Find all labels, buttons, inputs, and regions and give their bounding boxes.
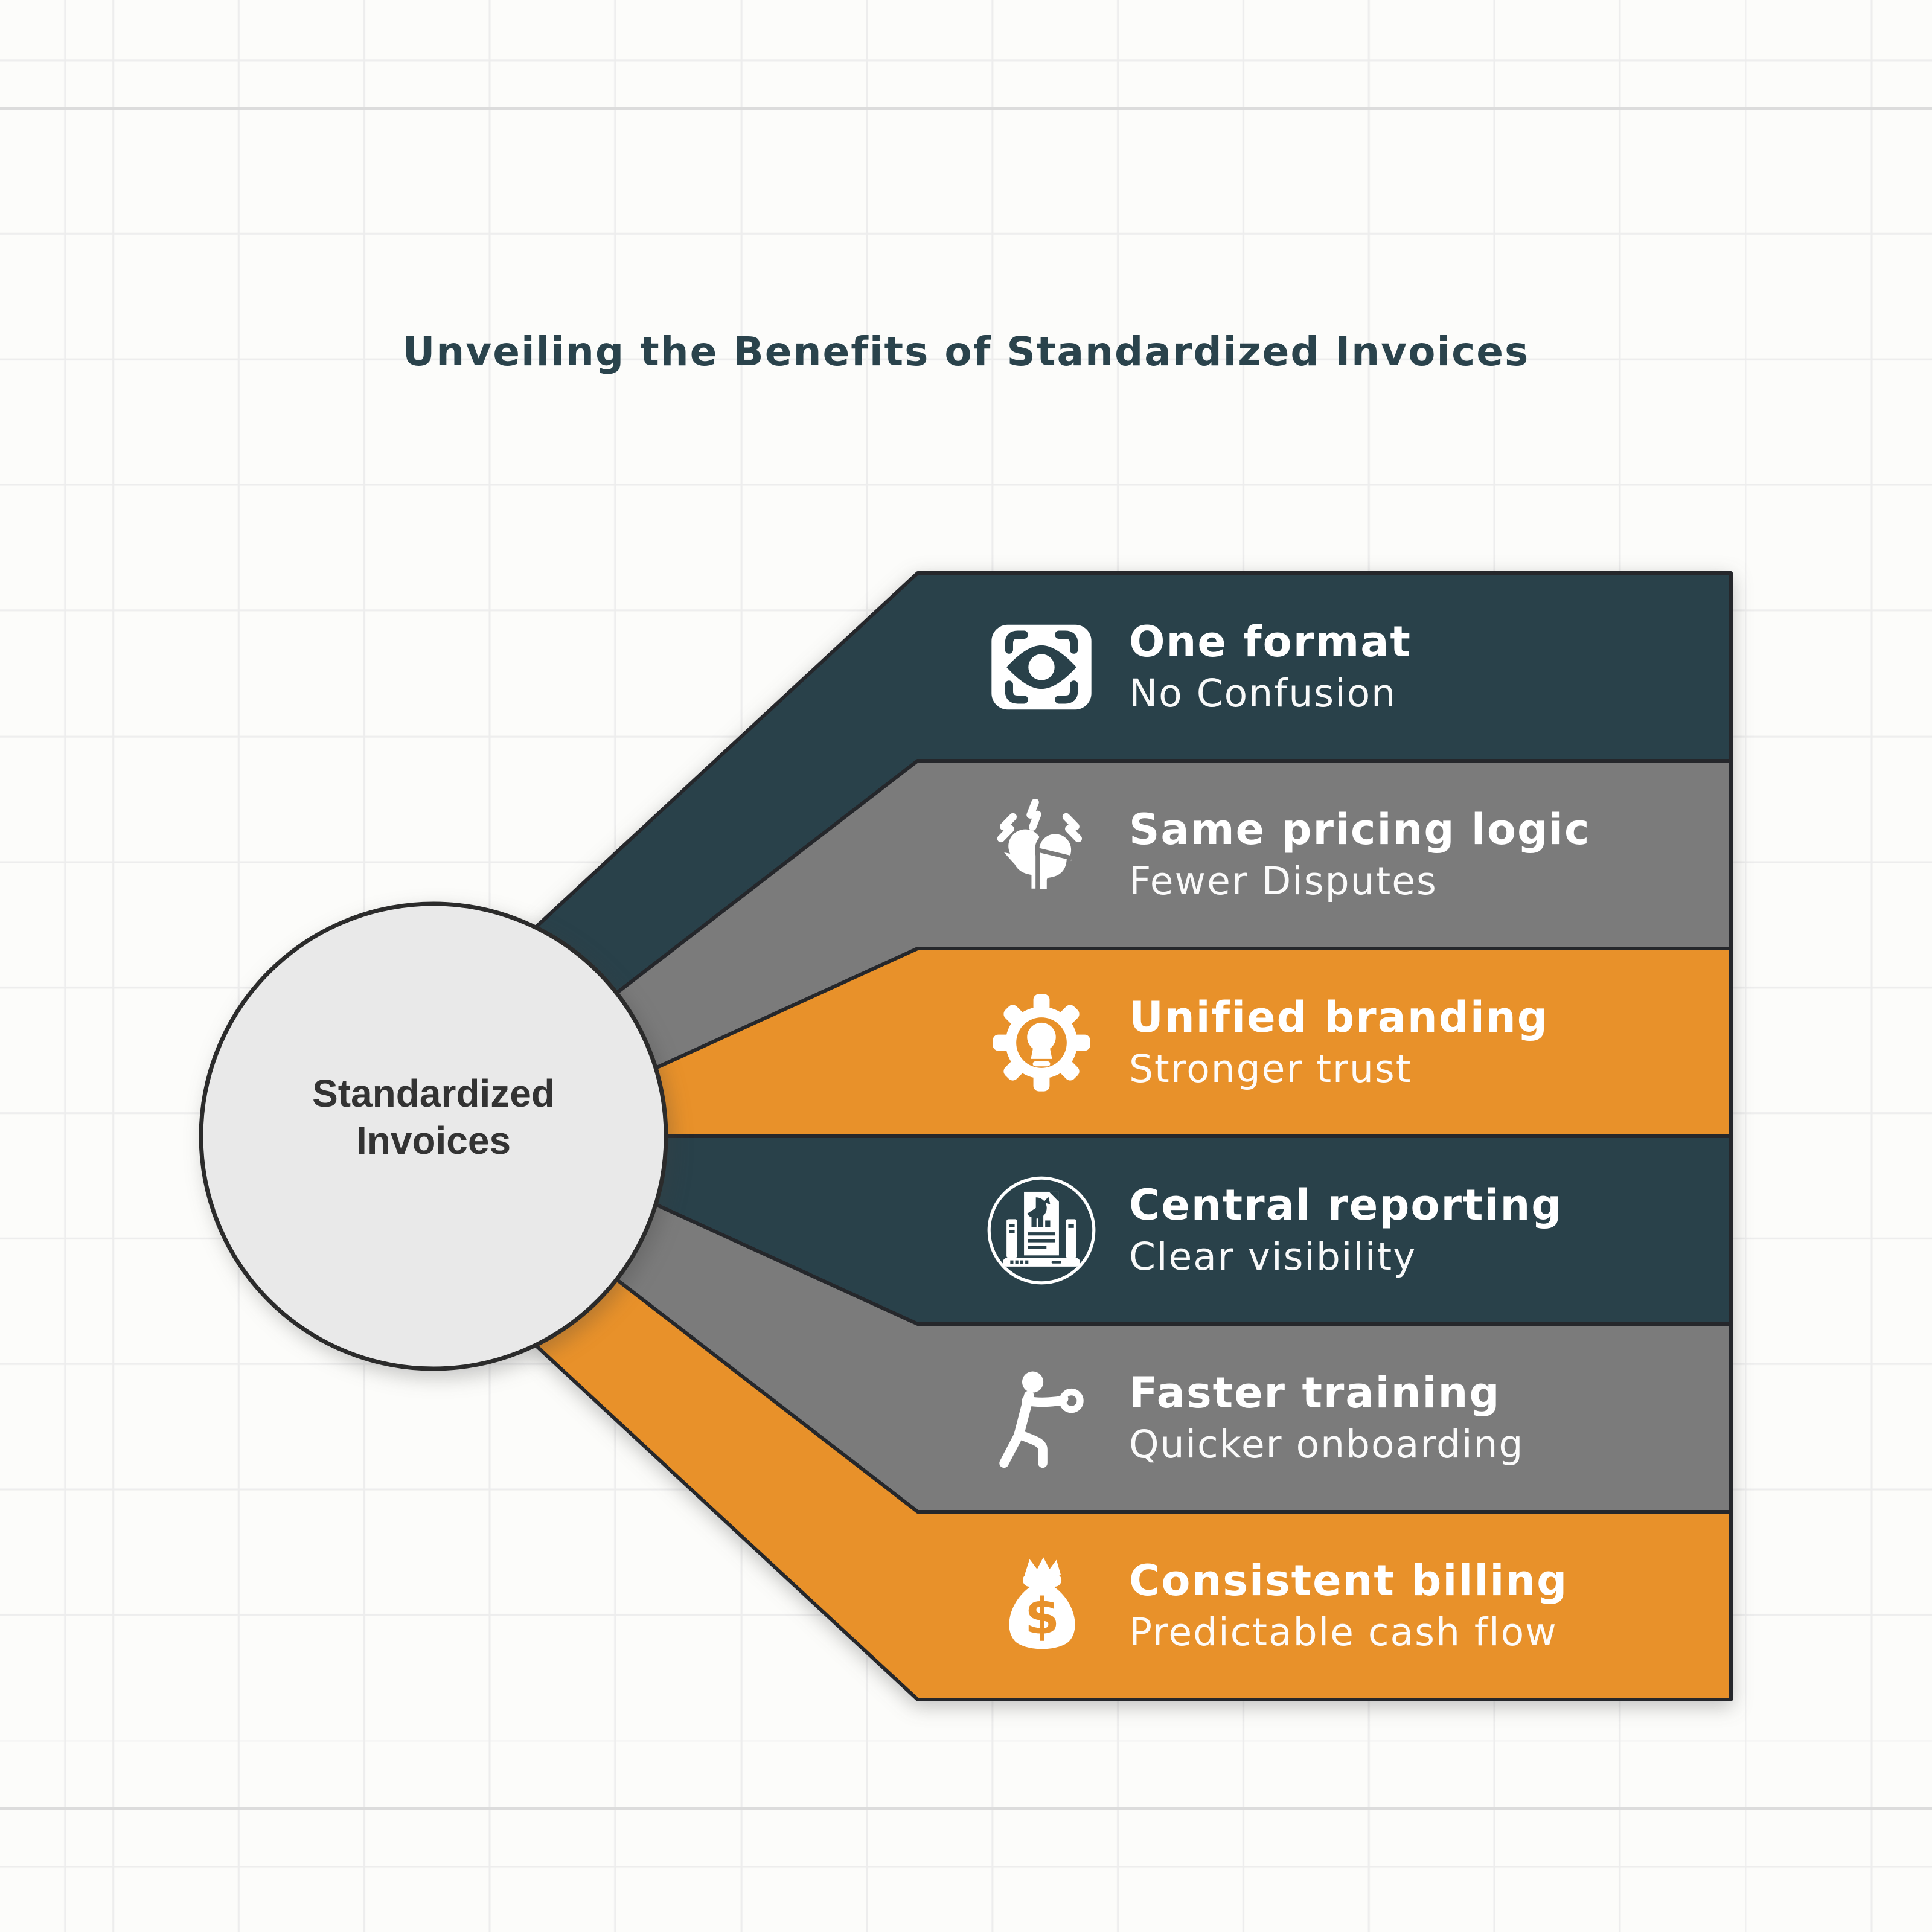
row-subtitle: Clear visibility — [1129, 1235, 1417, 1279]
page-title: Unveiling the Benefits of Standardized I… — [402, 328, 1530, 375]
row-subtitle: Quicker onboarding — [1129, 1422, 1524, 1467]
grid-major-line-bottom — [0, 1807, 1932, 1810]
report-laptop-icon — [987, 1176, 1096, 1284]
row-title: Consistent billing — [1129, 1555, 1569, 1605]
benefit-bands — [534, 571, 1733, 1701]
row-subtitle: Fewer Disputes — [1129, 859, 1438, 904]
row-title: Same pricing logic — [1129, 804, 1591, 854]
gear-bulb-icon — [993, 993, 1090, 1092]
row-title: One format — [1129, 616, 1412, 667]
center-label: Standardized Invoices — [252, 1070, 615, 1164]
center-circle — [199, 901, 668, 1371]
center-label-line2: Invoices — [356, 1119, 511, 1163]
training-person-icon — [999, 1371, 1084, 1468]
center-label-line1: Standardized — [312, 1072, 555, 1115]
benefit-row-consistent-billing: $ Consistent billing Predictable cash fl… — [918, 1512, 1731, 1700]
row-title: Faster training — [1129, 1367, 1501, 1418]
benefit-row-same-pricing: Same pricing logic Fewer Disputes — [918, 761, 1731, 948]
benefit-row-faster-training: Faster training Quicker onboarding — [918, 1324, 1731, 1512]
dollar-glyph: $ — [1025, 1587, 1060, 1645]
scan-eye-icon — [991, 624, 1092, 709]
benefit-row-central-reporting: Central reporting Clear visibility — [918, 1136, 1731, 1324]
benefit-row-one-format: One format No Confusion — [918, 573, 1731, 761]
grid-major-line-top — [0, 107, 1932, 110]
row-title: Central reporting — [1129, 1180, 1563, 1230]
row-subtitle: No Confusion — [1129, 671, 1397, 716]
money-bag-icon: $ — [1009, 1556, 1075, 1649]
row-title: Unified branding — [1129, 992, 1549, 1042]
row-subtitle: Predictable cash flow — [1129, 1610, 1558, 1655]
conflict-heads-icon — [997, 798, 1083, 894]
benefit-row-unified-branding: Unified branding Stronger trust — [918, 948, 1731, 1136]
row-subtitle: Stronger trust — [1129, 1047, 1412, 1092]
center-circle-shape — [199, 901, 668, 1371]
